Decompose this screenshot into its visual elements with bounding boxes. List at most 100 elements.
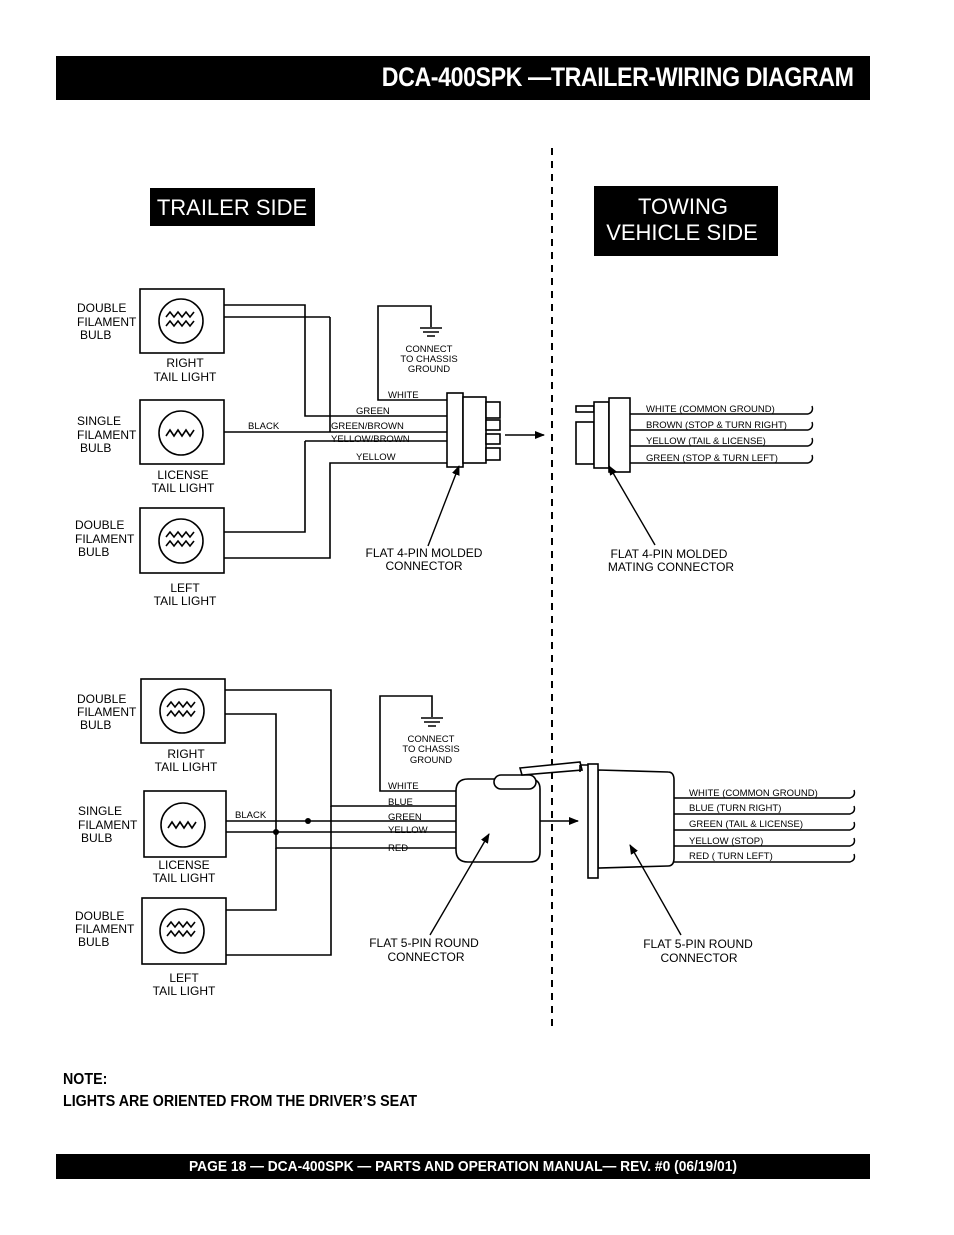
wire-label: GREEN: [356, 406, 390, 417]
connector-label: MATING CONNECTOR: [608, 560, 735, 574]
wire-label: GREEN/BROWN: [331, 421, 404, 432]
wire-label: WHITE: [388, 390, 419, 401]
wire-label: BLUE: [388, 797, 413, 808]
connector-label: CONNECTOR: [660, 951, 737, 965]
ground-label: CONNECT: [406, 344, 453, 355]
bulb-label: FILAMENT: [75, 532, 135, 546]
ground-label: CONNECT: [408, 734, 455, 745]
wire-label: YELLOW (TAIL & LICENSE): [646, 436, 766, 447]
left-tail-light: [141, 897, 227, 965]
bulb-label: DOUBLE: [75, 518, 124, 532]
ground-label: TO CHASSIS: [402, 744, 459, 755]
bottom-vehicle-wires: [674, 789, 856, 863]
note-title: NOTE:: [63, 1071, 108, 1088]
bottom-trailer-wire-labels: WHITE BLUE BLACK GREEN YELLOW RED: [235, 781, 428, 854]
callout-arrow: [429, 833, 490, 936]
trailer-5pin-connector: [455, 761, 584, 863]
bulb-label: BULB: [80, 441, 111, 455]
wire-label: BROWN (STOP & TURN RIGHT): [646, 420, 787, 431]
trailer-side-heading: TRAILER SIDE: [150, 188, 315, 226]
bottom-wiring-section: DOUBLE FILAMENT BULB SINGLE FILAMENT BUL…: [75, 678, 856, 998]
light-label: TAIL LIGHT: [154, 370, 217, 384]
note-text: LIGHTS ARE ORIENTED FROM THE DRIVER’S SE…: [63, 1093, 418, 1110]
wire-label: RED ( TURN LEFT): [689, 851, 773, 862]
bulb-label: BULB: [78, 935, 109, 949]
bulb-label: DOUBLE: [77, 692, 126, 706]
bulb-label: FILAMENT: [75, 922, 135, 936]
bulb-label: SINGLE: [77, 414, 121, 428]
bottom-light-labels: RIGHT TAIL LIGHT LICENSE TAIL LIGHT LEFT…: [153, 747, 218, 998]
bulb-label: DOUBLE: [75, 909, 124, 923]
footer-bar: PAGE 18 — DCA-400SPK — PARTS AND OPERATI…: [56, 1154, 870, 1179]
light-label: LEFT: [169, 971, 199, 985]
wire-label: WHITE: [388, 781, 419, 792]
bulb-label: FILAMENT: [78, 818, 138, 832]
wire-label: YELLOW: [388, 825, 428, 836]
license-light: [143, 790, 227, 858]
wire-label: YELLOW (STOP): [689, 836, 763, 847]
light-label: TAIL LIGHT: [155, 760, 218, 774]
vehicle-4pin-connector: [575, 397, 631, 473]
wire-label: GREEN (STOP & TURN LEFT): [646, 453, 778, 464]
bottom-bulb-labels: DOUBLE FILAMENT BULB SINGLE FILAMENT BUL…: [75, 692, 138, 949]
ground-label: GROUND: [408, 364, 450, 375]
light-label: LEFT: [170, 581, 200, 595]
callout-arrow: [608, 465, 656, 546]
towing-side-label-1: TOWING: [638, 194, 728, 219]
light-label: RIGHT: [166, 356, 204, 370]
bulb-label: BULB: [80, 328, 111, 342]
trailer-4pin-connector: [446, 392, 501, 468]
light-label: LICENSE: [158, 858, 209, 872]
vehicle-5pin-connector: [579, 763, 675, 879]
top-vehicle-wires: [630, 405, 814, 464]
top-trailer-wires: [224, 304, 447, 559]
top-light-labels: RIGHT TAIL LIGHT LICENSE TAIL LIGHT LEFT…: [152, 356, 217, 608]
right-tail-light: [140, 678, 226, 744]
connector-label: FLAT 5-PIN ROUND: [643, 937, 753, 951]
footer-text: PAGE 18 — DCA-400SPK — PARTS AND OPERATI…: [188, 1158, 738, 1175]
wire-label: WHITE (COMMON GROUND): [646, 404, 775, 415]
top-vehicle-wire-labels: WHITE (COMMON GROUND) BROWN (STOP & TURN…: [646, 404, 787, 464]
wire-label: BLACK: [248, 421, 280, 432]
top-trailer-wire-labels: WHITE GREEN BLACK GREEN/BROWN YELLOW/BRO…: [248, 390, 419, 463]
connector-label: CONNECTOR: [385, 559, 462, 573]
light-label: TAIL LIGHT: [154, 594, 217, 608]
bulb-label: FILAMENT: [77, 315, 137, 329]
wire-label: GREEN: [388, 812, 422, 823]
callout-arrow: [427, 465, 460, 547]
bottom-junction-dots: [273, 818, 311, 835]
bulb-label: DOUBLE: [77, 301, 126, 315]
bulb-label: SINGLE: [78, 804, 122, 818]
license-light: [139, 399, 225, 465]
light-label: RIGHT: [167, 747, 205, 761]
bottom-trailer-wires: [225, 689, 456, 956]
bulb-label: BULB: [80, 718, 111, 732]
left-tail-light: [139, 507, 225, 574]
top-wiring-section: DOUBLE FILAMENT BULB SINGLE FILAMENT BUL…: [75, 288, 814, 608]
bottom-vehicle-wire-labels: WHITE (COMMON GROUND) BLUE (TURN RIGHT) …: [689, 788, 818, 862]
towing-side-heading: TOWING VEHICLE SIDE: [594, 186, 778, 256]
bulb-label: FILAMENT: [77, 705, 137, 719]
bulb-label: BULB: [81, 831, 112, 845]
trailer-side-label: TRAILER SIDE: [157, 195, 307, 220]
page-title: DCA-400SPK —TRAILER-WIRING DIAGRAM: [382, 62, 854, 92]
wire-label: BLACK: [235, 810, 267, 821]
light-label: TAIL LIGHT: [153, 871, 216, 885]
callout-arrow: [629, 844, 682, 936]
connector-label: FLAT 4-PIN MOLDED: [611, 547, 728, 561]
connector-label: CONNECTOR: [387, 950, 464, 964]
ground-label: GROUND: [410, 755, 452, 766]
wire-label: YELLOW: [356, 452, 396, 463]
wire-label: WHITE (COMMON GROUND): [689, 788, 818, 799]
light-label: TAIL LIGHT: [152, 481, 215, 495]
light-label: TAIL LIGHT: [153, 984, 216, 998]
wire-label: YELLOW/BROWN: [331, 434, 410, 445]
ground-label: TO CHASSIS: [400, 354, 457, 365]
bulb-label: FILAMENT: [77, 428, 137, 442]
header-bar: DCA-400SPK —TRAILER-WIRING DIAGRAM: [56, 56, 870, 100]
connector-label: FLAT 5-PIN ROUND: [369, 936, 479, 950]
light-label: LICENSE: [157, 468, 208, 482]
wire-label: RED: [388, 843, 408, 854]
right-tail-light: [139, 288, 225, 354]
